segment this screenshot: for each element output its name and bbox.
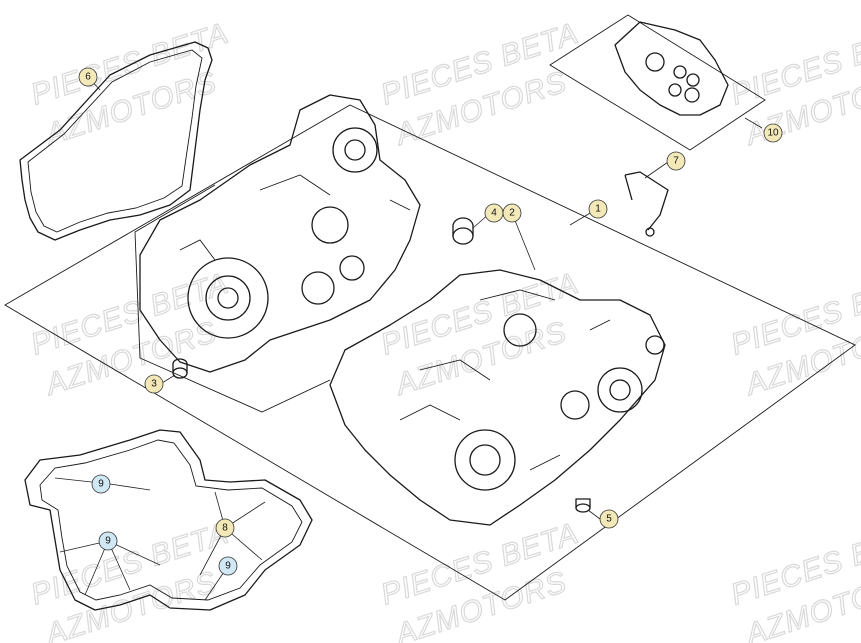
left-case-frame bbox=[134, 184, 331, 413]
callout-1-badge bbox=[588, 199, 608, 219]
callout-9: 9 bbox=[91, 474, 111, 494]
callout-7-label: 7 bbox=[673, 156, 679, 167]
ignition-cover-gasket-inner bbox=[39, 439, 303, 601]
kit-seal-4 bbox=[668, 83, 682, 97]
callout-1-label: 1 bbox=[595, 204, 601, 215]
callout-10-badge bbox=[763, 123, 783, 143]
callout-10: 10 bbox=[763, 123, 783, 143]
callout-9-badge bbox=[98, 531, 118, 551]
callout-9: 9 bbox=[98, 531, 118, 551]
kit-seal-2 bbox=[673, 65, 687, 79]
callout-8: 8 bbox=[215, 518, 235, 538]
callout-6-label: 6 bbox=[85, 72, 91, 83]
callout-6: 6 bbox=[78, 67, 98, 87]
clip-screw bbox=[645, 227, 655, 237]
callout-9-badge bbox=[218, 556, 238, 576]
callout-5-label: 5 bbox=[606, 514, 612, 525]
callout-7: 7 bbox=[666, 151, 686, 171]
kit-seal-3 bbox=[686, 73, 700, 87]
assembly-frame bbox=[4, 104, 856, 601]
callout-5-badge bbox=[599, 509, 619, 529]
callout-9: 9 bbox=[218, 556, 238, 576]
kit-seal-1 bbox=[645, 52, 665, 72]
callout-3-badge bbox=[144, 374, 164, 394]
callout-3-label: 3 bbox=[151, 379, 157, 390]
watermark-layer: PIECES BETA AZMOTORS PIECES BETA AZMOTOR… bbox=[26, 16, 861, 643]
callout-5: 5 bbox=[599, 509, 619, 529]
callout-9-label: 9 bbox=[225, 561, 231, 572]
callout-9-badge bbox=[91, 474, 111, 494]
callout-8-label: 8 bbox=[222, 523, 228, 534]
callout-8-badge bbox=[215, 518, 235, 538]
callout-2: 2 bbox=[502, 203, 522, 223]
right-crankcase-half bbox=[329, 269, 666, 526]
callout-2-badge bbox=[502, 203, 522, 223]
wire-clip-part bbox=[624, 171, 669, 231]
clutch-cover-gasket bbox=[19, 41, 213, 241]
callout-9-label: 9 bbox=[98, 479, 104, 490]
callout-9-label: 9 bbox=[105, 536, 111, 547]
gasket-kit-sheet bbox=[549, 14, 766, 151]
bushing-part bbox=[452, 217, 474, 245]
callout-6-badge bbox=[78, 67, 98, 87]
kit-seal-5 bbox=[684, 87, 700, 103]
callout-4-label: 4 bbox=[491, 208, 497, 219]
ignition-cover-gasket bbox=[24, 429, 313, 611]
clutch-cover-gasket-inner bbox=[27, 49, 203, 233]
drain-plug-part bbox=[575, 498, 591, 513]
callout-1: 1 bbox=[588, 199, 608, 219]
callout-2-label: 2 bbox=[509, 208, 515, 219]
gasket-kit-outline bbox=[614, 21, 729, 116]
callout-7-badge bbox=[666, 151, 686, 171]
dowel-part bbox=[172, 358, 188, 379]
callout-3: 3 bbox=[144, 374, 164, 394]
callout-4: 4 bbox=[484, 203, 504, 223]
left-crankcase-half bbox=[139, 94, 421, 373]
callout-10-label: 10 bbox=[767, 128, 779, 139]
